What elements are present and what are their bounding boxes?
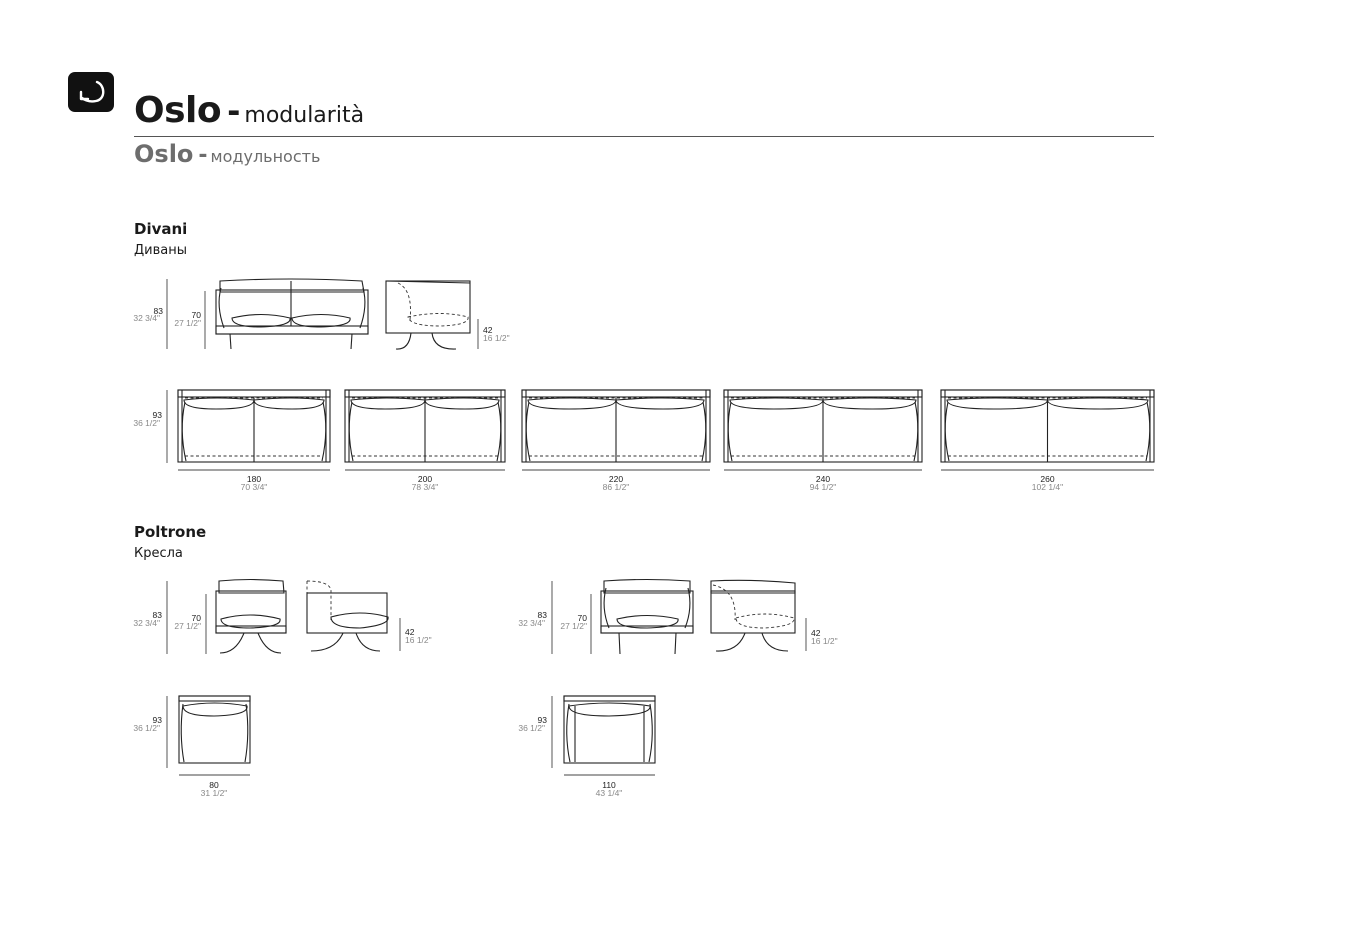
section-subtitle-armchairs: Кресла [134, 546, 183, 561]
armchair-small-plan-view: 93 36 1/2" 80 31 1/2" [133, 695, 251, 798]
sofa-width-in: 70 3/4" [241, 482, 268, 492]
armchair1-depth-cm: 93 [153, 715, 163, 725]
armchair-small-side-view: 42 16 1/2" [306, 580, 432, 652]
armchair1-width-in: 31 1/2" [201, 788, 228, 798]
armchair2-width-cm: 110 [602, 780, 616, 790]
section-title-armchairs: Poltrone [134, 523, 207, 541]
sofa-width-cm: 240 [816, 474, 830, 484]
title-subtitle-it: modularità [244, 103, 365, 128]
back-button[interactable] [68, 72, 114, 112]
armchair1-seat-height-cm: 42 [405, 627, 415, 637]
sofa-depth-cm: 93 [153, 410, 163, 420]
armchair1-depth-in: 36 1/2" [133, 723, 160, 733]
armchair2-width-in: 43 1/4" [596, 788, 623, 798]
sofa-depth-dimension: 93 36 1/2" [133, 390, 168, 463]
armchair2-depth-in: 36 1/2" [518, 723, 545, 733]
title-separator: - [227, 92, 241, 130]
title-ru-separator: - [198, 143, 208, 168]
sofa-arm-height-cm: 70 [192, 310, 202, 320]
armchair2-height-cm: 83 [538, 610, 548, 620]
sofa-width-cm: 220 [609, 474, 623, 484]
return-arrow-icon [79, 80, 105, 103]
sofa-height-in: 32 3/4" [133, 313, 160, 323]
title-ru-model: Oslo [134, 140, 194, 168]
page-title: Oslo-modularità [134, 90, 364, 131]
sofa-front-view: 83 32 3/4" 70 27 1/2" [133, 278, 369, 350]
sofa-seat-height-in: 16 1/2" [483, 333, 510, 343]
section-title-sofas: Divani [134, 220, 188, 238]
armchair1-arm-height-in: 27 1/2" [174, 621, 201, 631]
sofa-width-in: 102 1/4" [1032, 482, 1063, 492]
page-title-ru: Oslo-модульность [134, 140, 320, 168]
armchair2-seat-height-in: 16 1/2" [811, 636, 838, 646]
armchair2-height-in: 32 3/4" [518, 618, 545, 628]
armchair-large-side-view: 42 16 1/2" [710, 579, 838, 652]
sofa-width-cm: 200 [418, 474, 432, 484]
armchair2-arm-height-cm: 70 [578, 613, 588, 623]
armchair1-height-cm: 83 [153, 610, 163, 620]
armchair-large-front-view: 83 32 3/4" 70 27 1/2" [518, 578, 694, 655]
title-model: Oslo [134, 90, 222, 131]
sofa-seat-height-cm: 42 [483, 325, 493, 335]
title-divider [134, 136, 1154, 137]
sofa-side-view: 42 16 1/2" [385, 280, 510, 350]
armchair1-height-in: 32 3/4" [133, 618, 160, 628]
armchair2-arm-height-in: 27 1/2" [560, 621, 587, 631]
armchair-large-plan-view: 93 36 1/2" 110 43 1/4" [518, 695, 656, 798]
title-subtitle-ru: модульность [210, 147, 321, 166]
sofa-depth-in: 36 1/2" [133, 418, 160, 428]
section-subtitle-sofas: Диваны [134, 243, 187, 258]
sofa-width-in: 78 3/4" [412, 482, 439, 492]
armchair-small-front-view: 83 32 3/4" 70 27 1/2" [133, 578, 287, 654]
sofa-height-cm: 83 [154, 306, 164, 316]
sofa-width-in: 94 1/2" [810, 482, 837, 492]
armchair1-width-cm: 80 [209, 780, 219, 790]
sofa-width-in: 86 1/2" [603, 482, 630, 492]
armchair1-seat-height-in: 16 1/2" [405, 635, 432, 645]
armchair2-depth-cm: 93 [538, 715, 548, 725]
sofa-arm-height-in: 27 1/2" [174, 318, 201, 328]
sofa-width-cm: 260 [1040, 474, 1054, 484]
armchair2-seat-height-cm: 42 [811, 628, 821, 638]
sofa-width-cm: 180 [247, 474, 261, 484]
armchair1-arm-height-cm: 70 [192, 613, 202, 623]
